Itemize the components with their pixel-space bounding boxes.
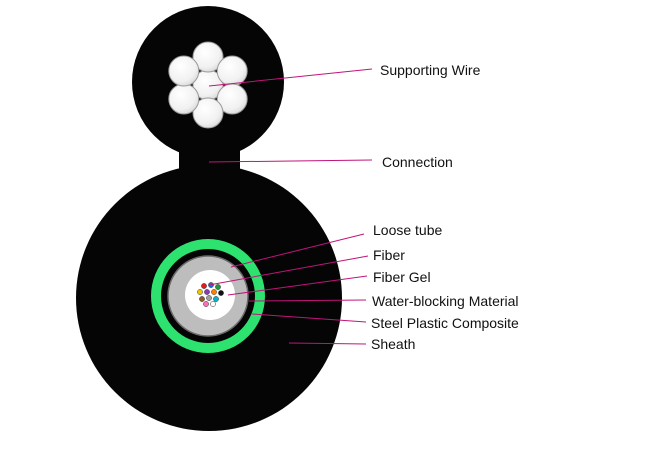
wire-strand [192,97,224,129]
label-loose-tube: Loose tube [373,222,443,238]
wire-strand [216,55,248,87]
label-water-blocking: Water-blocking Material [372,293,519,309]
label-fiber-gel: Fiber Gel [373,269,431,285]
leader-lines [208,68,373,345]
fiber-dot [218,290,224,296]
fiber-dot [199,296,205,302]
fiber-dot [206,295,212,301]
wire-strand [192,41,224,73]
supporting-wire-strands [168,41,248,129]
fiber-gel [185,270,235,320]
leader-loose-tube [230,233,365,268]
leader-connection [208,159,373,163]
wire-strand [168,83,200,115]
leader-water-blocking [248,299,367,302]
loose-tube-ring [167,255,249,337]
label-sheath: Sheath [371,336,416,352]
label-supporting-wire: Supporting Wire [380,62,481,78]
fiber-dot [215,284,221,290]
leader-fiber [208,255,369,286]
label-connection: Connection [382,154,453,170]
leader-sheath [288,342,367,345]
leader-fiber-gel [227,275,368,296]
fiber-dot [204,289,210,295]
fiber-dot [197,289,203,295]
fiber-dot [203,301,209,307]
fiber-dot [201,283,207,289]
fiber-dot [213,296,219,302]
fiber-dot [210,301,216,307]
fiber-dot [211,289,217,295]
wire-strand [168,55,200,87]
label-steel-plastic: Steel Plastic Composite [371,315,519,331]
leader-steel-plastic [251,313,367,323]
fibers [197,282,224,307]
label-fiber: Fiber [373,247,405,263]
leader-supporting-wire [208,68,373,87]
